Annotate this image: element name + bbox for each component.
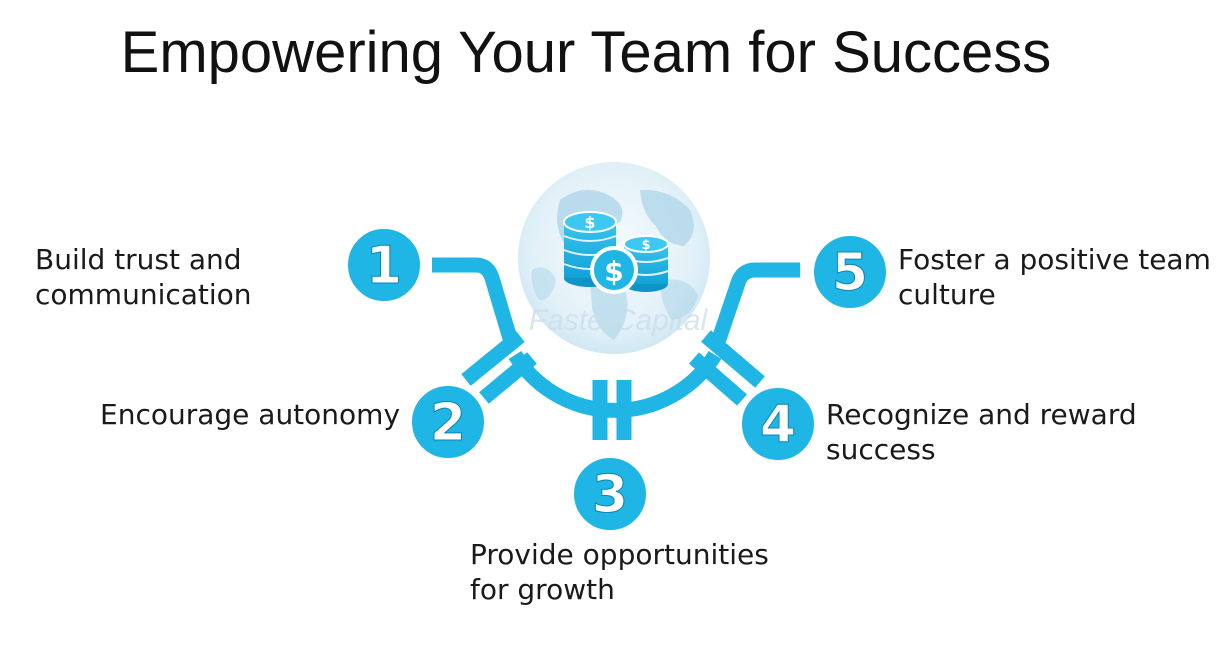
step-label-2: Encourage autonomy bbox=[100, 397, 400, 432]
step-label-4: Recognize and reward success bbox=[826, 397, 1137, 467]
step-label-1: Build trust and communication bbox=[35, 242, 252, 312]
step-label-3-line-2: for growth bbox=[470, 573, 615, 606]
dollar-coins-icon: $ $ $ bbox=[563, 211, 669, 294]
step-circle-2 bbox=[408, 382, 488, 462]
step-label-3: Provide opportunities for growth bbox=[470, 537, 769, 607]
step-circle-1 bbox=[344, 225, 424, 305]
svg-text:$: $ bbox=[604, 255, 623, 288]
step-circle-5 bbox=[810, 232, 890, 312]
step-label-5: Foster a positive team culture bbox=[898, 242, 1211, 312]
connector-arm-1 bbox=[432, 257, 520, 348]
step-number-5: 5 bbox=[832, 243, 868, 303]
connector-arm-5 bbox=[708, 262, 800, 351]
svg-text:$: $ bbox=[641, 238, 650, 253]
step-marker-3: 3 bbox=[570, 454, 650, 534]
step-circle-3 bbox=[570, 454, 650, 534]
connector-arm-2-outer bbox=[461, 330, 525, 386]
step-circle-4 bbox=[738, 384, 818, 464]
step-marker-5: 5 bbox=[810, 232, 890, 312]
step-number-2: 2 bbox=[430, 393, 466, 453]
hub-ring-arc bbox=[508, 350, 722, 418]
step-number-1: 1 bbox=[366, 236, 402, 296]
step-label-5-line-2: culture bbox=[898, 278, 996, 311]
step-marker-1: 1 bbox=[344, 225, 424, 305]
step-label-4-line-1: Recognize and reward bbox=[826, 398, 1137, 431]
connector-arm-4-outer bbox=[701, 330, 765, 388]
page-title: Empowering Your Team for Success bbox=[120, 20, 1052, 85]
step-number-4: 4 bbox=[760, 395, 796, 455]
svg-text:$: $ bbox=[584, 213, 595, 232]
step-label-2-line-1: Encourage autonomy bbox=[100, 398, 401, 431]
step-marker-4: 4 bbox=[738, 384, 818, 464]
step-label-3-line-1: Provide opportunities bbox=[470, 538, 769, 571]
coin-front: $ bbox=[590, 246, 638, 294]
watermark-text: FasterCapital bbox=[529, 304, 709, 337]
step-label-5-line-1: Foster a positive team bbox=[898, 243, 1211, 276]
step-label-4-line-2: success bbox=[826, 433, 936, 466]
hub-connectors bbox=[432, 257, 800, 440]
step-number-3: 3 bbox=[592, 465, 628, 525]
step-marker-2: 2 bbox=[408, 382, 488, 462]
step-label-1-line-1: Build trust and bbox=[35, 243, 242, 276]
step-label-1-line-2: communication bbox=[35, 278, 252, 311]
